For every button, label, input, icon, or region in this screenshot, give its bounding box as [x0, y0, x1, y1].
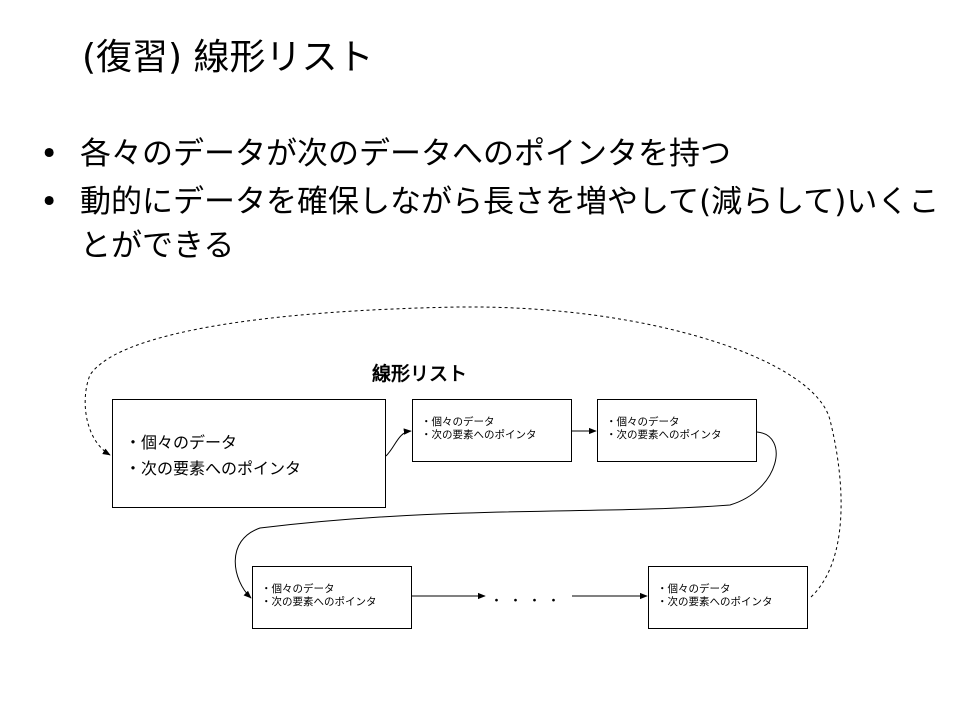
pointer-arrow-3-4 [234, 431, 777, 599]
node-data-label: ・個々のデータ [606, 416, 680, 428]
list-node: ・個々のデータ ・次の要素へのポインタ [648, 566, 808, 629]
bullet-text: 各々のデータが次のデータへのポインタを持つ [80, 136, 731, 172]
loop-back-arrow [84, 306, 842, 598]
bullet-item: • 各々のデータが次のデータへのポインタを持つ [40, 132, 940, 176]
node-pointer-label: ・次の要素へのポインタ [125, 459, 302, 478]
slide-title: (復習) 線形リスト [82, 37, 374, 78]
node-data-label: ・個々のデータ [657, 583, 731, 595]
bullet-item: • 動的にデータを確保しながら長さを増やして(減らして)いくことができる [40, 180, 940, 268]
node-data-label: ・個々のデータ [421, 416, 495, 428]
list-node: ・個々のデータ ・次の要素へのポインタ [412, 399, 572, 462]
bullet-marker: • [40, 136, 59, 172]
bullet-marker: • [40, 184, 59, 220]
diagram-title: 線形リスト [372, 363, 468, 385]
node-data-label: ・個々のデータ [261, 583, 335, 595]
node-data-label: ・個々のデータ [125, 433, 238, 452]
bullet-text: 動的にデータを確保しながら長さを増やして(減らして)いくことができる [80, 184, 940, 264]
list-node: ・個々のデータ ・次の要素へのポインタ [252, 566, 412, 629]
ellipsis: ・・・・ [490, 594, 567, 609]
bullet-list: • 各々のデータが次のデータへのポインタを持つ • 動的にデータを確保しながら長… [40, 132, 940, 272]
node-pointer-label: ・次の要素へのポインタ [421, 429, 537, 441]
node-pointer-label: ・次の要素へのポインタ [657, 596, 773, 608]
node-pointer-label: ・次の要素へのポインタ [261, 596, 377, 608]
node-pointer-label: ・次の要素へのポインタ [606, 429, 722, 441]
list-node: ・個々のデータ ・次の要素へのポインタ [112, 399, 386, 508]
list-node: ・個々のデータ ・次の要素へのポインタ [597, 399, 757, 462]
pointer-arrow-1-2 [385, 428, 412, 457]
